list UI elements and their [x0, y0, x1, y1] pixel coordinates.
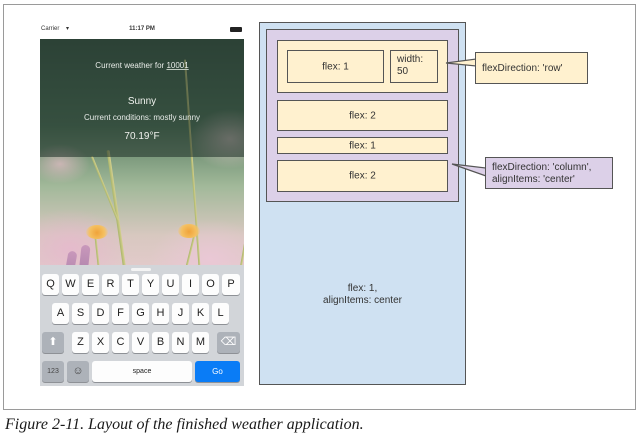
outer-container-label: flex: 1, alignItems: center: [259, 283, 466, 307]
key-s[interactable]: S: [72, 303, 89, 324]
keyboard-row-3: ⬆ Z X C V B N M ⌫: [40, 332, 244, 354]
key-x[interactable]: X: [92, 332, 109, 353]
flex-2-bottom-label: flex: 2: [349, 170, 376, 182]
key-b[interactable]: B: [152, 332, 169, 353]
status-bar: Carrier ▾ 11:17 PM: [40, 20, 244, 38]
delete-key[interactable]: ⌫: [217, 332, 240, 353]
row-flex-child-label: flex: 1: [322, 61, 349, 72]
key-d[interactable]: D: [92, 303, 109, 324]
flex-2-bottom-box: flex: 2: [277, 160, 448, 192]
go-key[interactable]: Go: [195, 361, 240, 382]
row-flex-child-box: flex: 1: [287, 50, 384, 83]
key-w[interactable]: W: [62, 274, 79, 295]
keyboard-row-1: Q W E R T Y U I O P: [40, 274, 244, 296]
space-key[interactable]: space: [92, 361, 192, 382]
yellow-flower: [86, 225, 108, 239]
flex-1-label: flex: 1: [349, 140, 376, 151]
flex-2-top-label: flex: 2: [349, 110, 376, 121]
battery-icon: [230, 27, 242, 32]
weather-overlay: [40, 39, 244, 157]
key-e[interactable]: E: [82, 274, 99, 295]
weather-prompt: Current weather for 10001: [40, 61, 244, 70]
emoji-icon: ☺: [72, 365, 84, 377]
key-f[interactable]: F: [112, 303, 129, 324]
key-q[interactable]: Q: [42, 274, 59, 295]
shift-key[interactable]: ⬆: [42, 332, 64, 353]
key-m[interactable]: M: [192, 332, 209, 353]
keyboard-row-2: A S D F G H J K L: [40, 303, 244, 325]
zip-input[interactable]: 10001: [166, 61, 189, 70]
key-r[interactable]: R: [102, 274, 119, 295]
status-time: 11:17 PM: [129, 26, 155, 32]
key-v[interactable]: V: [132, 332, 149, 353]
weather-prompt-label: Current weather for: [95, 61, 165, 70]
key-h[interactable]: H: [152, 303, 169, 324]
key-c[interactable]: C: [112, 332, 129, 353]
key-o[interactable]: O: [202, 274, 219, 295]
numbers-key[interactable]: 123: [42, 361, 64, 382]
fixed-width-label-line-1: width:: [397, 54, 424, 65]
shift-icon: ⬆: [48, 336, 58, 348]
outer-label-line-1: flex: 1,: [347, 283, 378, 294]
figure-caption: Figure 2-11. Layout of the finished weat…: [5, 416, 364, 433]
delete-icon: ⌫: [220, 336, 237, 348]
weather-temperature: 70.19°F: [124, 131, 160, 142]
wifi-icon: ▾: [66, 26, 70, 32]
key-j[interactable]: J: [172, 303, 189, 324]
background-photo: [40, 39, 244, 285]
keyboard: Q W E R T Y U I O P A S D F G H J K L ⬆ …: [40, 265, 244, 386]
fixed-width-label-line-2: 50: [397, 66, 409, 77]
key-a[interactable]: A: [52, 303, 69, 324]
outer-label-line-2: alignItems: center: [323, 295, 402, 306]
weather-condition: Sunny: [127, 96, 157, 107]
weather-description: Current conditions: mostly sunny: [83, 113, 201, 122]
callout-column-line-2: alignItems: 'center': [492, 174, 575, 185]
flex-1-box: flex: 1: [277, 137, 448, 154]
key-p[interactable]: P: [222, 274, 240, 295]
key-g[interactable]: G: [132, 303, 149, 324]
key-l[interactable]: L: [212, 303, 229, 324]
emoji-key[interactable]: ☺: [67, 361, 89, 382]
phone-screenshot: Carrier ▾ 11:17 PM Current weather for 1…: [40, 20, 244, 386]
key-k[interactable]: K: [192, 303, 209, 324]
row-fixed-width-label: width: 50: [397, 54, 423, 78]
key-u[interactable]: U: [162, 274, 179, 295]
key-n[interactable]: N: [172, 332, 189, 353]
row-fixed-width-child-box: width: 50: [390, 50, 438, 83]
key-i[interactable]: I: [182, 274, 199, 295]
callout-flex-direction-row: flexDirection: 'row': [475, 52, 588, 84]
key-y[interactable]: Y: [142, 274, 159, 295]
flex-2-top-box: flex: 2: [277, 100, 448, 131]
yellow-flower: [178, 224, 200, 238]
carrier-label: Carrier: [41, 26, 60, 32]
key-t[interactable]: T: [122, 274, 139, 295]
callout-flex-direction-column: flexDirection: 'column', alignItems: 'ce…: [485, 157, 613, 189]
keyboard-row-4: 123 ☺ space Go: [40, 361, 244, 383]
keyboard-handle: [131, 268, 151, 271]
key-z[interactable]: Z: [72, 332, 89, 353]
callout-column-line-1: flexDirection: 'column',: [492, 162, 592, 173]
